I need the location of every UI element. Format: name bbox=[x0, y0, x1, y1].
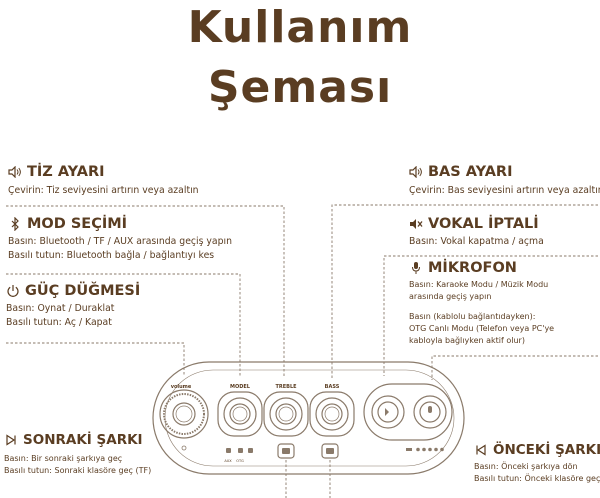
mode-line-2: Basılı tutun: Bluetooth bağla / bağlantı… bbox=[8, 250, 215, 261]
speaker-volume-icon bbox=[8, 165, 22, 179]
indicator-led bbox=[406, 448, 412, 451]
otg-label: OTG bbox=[236, 459, 244, 463]
power-heading: GÜÇ DÜĞMESİ bbox=[25, 283, 141, 299]
section-prev: ÖNCEKİ ŞARKI Basın: Önceki şarkıya dön B… bbox=[474, 442, 600, 485]
next-heading: SONRAKİ ŞARKI bbox=[23, 432, 143, 448]
bass-heading: BAS AYARI bbox=[428, 164, 513, 180]
aux-port bbox=[226, 448, 231, 453]
model-label: MODEL bbox=[230, 384, 251, 390]
prev-button-face bbox=[326, 448, 334, 454]
prev-heading: ÖNCEKİ ŞARKI bbox=[493, 442, 600, 458]
mic-knob-mark bbox=[428, 406, 432, 413]
mic-line-1: Basın: Karaoke Modu / Müzik Modu bbox=[409, 280, 549, 289]
bluetooth-icon bbox=[8, 217, 22, 231]
speaker-body bbox=[152, 361, 465, 475]
treble-knob[interactable] bbox=[263, 391, 309, 437]
power-icon bbox=[6, 284, 20, 298]
otg-port bbox=[238, 448, 243, 453]
power-line-2: Basılı tutun: Aç / Kapat bbox=[6, 317, 112, 328]
treble-connector bbox=[6, 205, 285, 378]
bass-line-1: Çevirin: Bas seviyesini artırın veya aza… bbox=[409, 185, 600, 196]
vocal-line-1: Basın: Vokal kapatma / açma bbox=[409, 236, 544, 247]
model-knob[interactable] bbox=[217, 391, 263, 437]
bass-label: BASS bbox=[325, 384, 340, 390]
mic-heading: MİKROFON bbox=[428, 260, 517, 276]
mic-connector bbox=[431, 355, 598, 380]
volume-knob[interactable] bbox=[159, 389, 209, 439]
mode-line-1: Basın: Bluetooth / TF / AUX arasında geç… bbox=[8, 236, 232, 247]
volume-label: volume bbox=[171, 384, 192, 390]
section-next: SONRAKİ ŞARKI Basın: Bir sonraki şarkıya… bbox=[4, 432, 151, 477]
speaker-volume-icon bbox=[409, 165, 423, 179]
previous-track-icon bbox=[474, 443, 488, 457]
vocal-knob-mark bbox=[385, 408, 389, 416]
mic-line-2: arasında geçiş yapın bbox=[409, 292, 492, 301]
speaker-mute-icon bbox=[409, 217, 423, 231]
next-button[interactable] bbox=[277, 443, 295, 459]
section-bass: BAS AYARI Çevirin: Bas seviyesini artırı… bbox=[409, 164, 600, 198]
next-button-face bbox=[282, 448, 290, 454]
next-line-2: Basılı tutun: Sonraki klasöre geç (TF) bbox=[4, 466, 152, 475]
title-line-1: Kullanım bbox=[187, 2, 413, 53]
vocal-mic-panel bbox=[363, 383, 453, 441]
bass-knob[interactable] bbox=[309, 391, 355, 437]
section-mic: MİKROFON Basın: Karaoke Modu / Müzik Mod… bbox=[409, 260, 554, 347]
treble-line-1: Çevirin: Tiz seviyesini artırın veya aza… bbox=[8, 185, 199, 196]
mic-line-4: Basın (kablolu bağlantıdayken): bbox=[409, 312, 536, 321]
mode-connector bbox=[6, 273, 241, 376]
section-mode: MOD SEÇİMİ Basın: Bluetooth / TF / AUX a… bbox=[8, 216, 232, 263]
microphone-icon bbox=[409, 261, 423, 275]
prev-button[interactable] bbox=[321, 443, 339, 459]
mic-knob[interactable] bbox=[413, 395, 447, 429]
title-line-2: Şeması bbox=[207, 62, 393, 113]
treble-label: TREBLE bbox=[275, 384, 297, 390]
mic-line-5: OTG Canlı Modu (Telefon veya PC'ye bbox=[409, 324, 555, 333]
vocal-heading: VOKAL İPTALİ bbox=[428, 216, 539, 232]
power-connector bbox=[6, 342, 185, 376]
section-power: GÜÇ DÜĞMESİ Basın: Oynat / Duraklat Bası… bbox=[6, 283, 140, 330]
bass-connector bbox=[331, 204, 598, 378]
vocal-connector bbox=[383, 255, 598, 376]
prev-line-2: Basılı tutun: Önceki klasöre geç (TF) bbox=[474, 474, 600, 483]
section-vocal: VOKAL İPTALİ Basın: Vokal kapatma / açma bbox=[409, 216, 544, 249]
usb-port bbox=[248, 448, 253, 453]
aux-label: AUX bbox=[224, 459, 232, 463]
next-track-icon bbox=[4, 433, 18, 447]
treble-heading: TİZ AYARI bbox=[27, 164, 105, 180]
vocal-knob[interactable] bbox=[371, 395, 405, 429]
next-line-1: Basın: Bir sonraki şarkıya geç bbox=[4, 454, 123, 463]
prev-line-1: Basın: Önceki şarkıya dön bbox=[474, 462, 578, 471]
power-line-1: Basın: Oynat / Duraklat bbox=[6, 303, 115, 314]
section-treble: TİZ AYARI Çevirin: Tiz seviyesini artırı… bbox=[8, 164, 199, 198]
mic-line-6: kabloyla bağlıyken aktif olur) bbox=[409, 336, 525, 345]
mode-heading: MOD SEÇİMİ bbox=[27, 216, 128, 232]
